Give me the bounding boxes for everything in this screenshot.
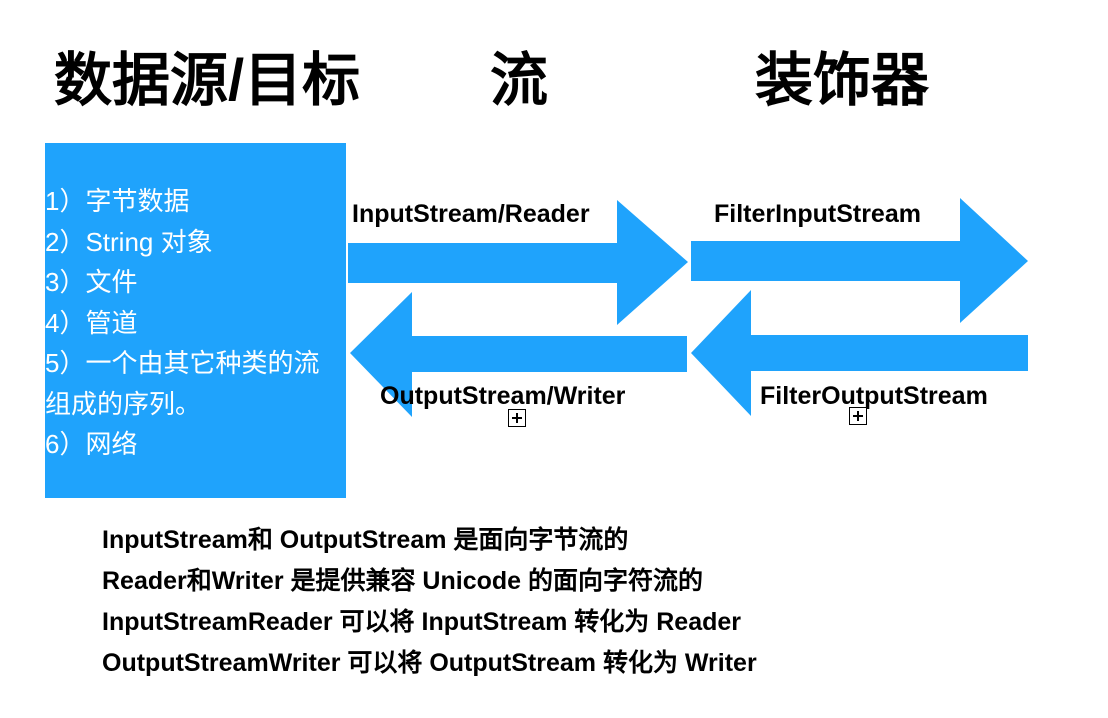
- arrow-right-icon: [691, 198, 1028, 323]
- expand-icon[interactable]: [508, 409, 526, 427]
- label-filterinputstream: FilterInputStream: [714, 200, 921, 228]
- note-line: InputStreamReader 可以将 InputStream 转化为 Re…: [102, 608, 742, 636]
- label-filteroutputstream: FilterOutputStream: [760, 382, 988, 410]
- label-outputstream-writer: OutputStream/Writer: [380, 382, 626, 410]
- heading-stream: 流: [490, 48, 549, 113]
- arrow-right-icon: [348, 200, 688, 325]
- heading-decorator: 装饰器: [755, 48, 930, 113]
- source-list: 1）字节数据 2）String 对象 3）文件 4）管道 5）一个由其它种类的流…: [45, 181, 319, 465]
- source-item: 1）字节数据: [45, 186, 190, 216]
- source-target-box: 1）字节数据 2）String 对象 3）文件 4）管道 5）一个由其它种类的流…: [45, 143, 346, 498]
- source-item: 2）String 对象: [45, 226, 213, 257]
- source-item: 5）一个由其它种类的流: [45, 348, 320, 378]
- source-item: 组成的序列。: [45, 388, 202, 419]
- note-line: InputStream和 OutputStream 是面向字节流的: [102, 526, 629, 554]
- source-item: 3）文件: [45, 267, 138, 297]
- heading-source-target: 数据源/目标: [54, 48, 361, 113]
- notes-list: InputStream和 OutputStream 是面向字节流的 Reader…: [102, 520, 757, 684]
- arrow-left-icon: [691, 290, 1028, 416]
- source-item: 4）管道: [45, 307, 138, 338]
- expand-icon[interactable]: [849, 407, 867, 425]
- note-line: Reader和Writer 是提供兼容 Unicode 的面向字符流的: [102, 567, 704, 595]
- source-item: 6）网络: [45, 429, 138, 459]
- note-line: OutputStreamWriter 可以将 OutputStream 转化为 …: [102, 649, 757, 677]
- arrow-left-icon: [350, 292, 687, 417]
- label-inputstream-reader: InputStream/Reader: [352, 200, 590, 228]
